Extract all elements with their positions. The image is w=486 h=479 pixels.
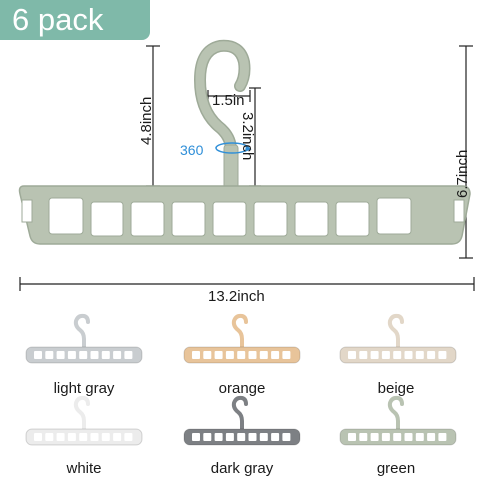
pack-badge: 6 pack (0, 0, 150, 40)
variant-label-light-gray: light gray (53, 380, 115, 397)
dim-label-hook-body: 4.8inch (138, 96, 155, 145)
hanger-bar (18, 185, 471, 245)
dim-label-total-height: 6.7inch (454, 149, 471, 198)
variant-label-white: white (66, 460, 102, 477)
variant-hanger-orange (183, 313, 301, 364)
variant-label-beige: beige (377, 380, 415, 397)
rotation-label: 360 (180, 142, 204, 158)
rotation-arrow-icon (215, 142, 252, 154)
hanger-hook (193, 39, 251, 192)
variant-label-dark-gray: dark gray (210, 460, 274, 477)
dim-label-hook-height: 3.2inch (239, 112, 256, 161)
variant-hanger-beige (339, 313, 457, 364)
variant-hanger-dark-gray (183, 395, 301, 446)
dim-label-hook-width: 1.5in (212, 92, 245, 109)
variant-label-green: green (376, 460, 416, 477)
variant-hanger-white (25, 395, 143, 446)
variant-hanger-light-gray (25, 313, 143, 364)
variant-hanger-green (339, 395, 457, 446)
dim-label-total-width: 13.2inch (208, 288, 265, 305)
variant-label-orange: orange (218, 380, 266, 397)
